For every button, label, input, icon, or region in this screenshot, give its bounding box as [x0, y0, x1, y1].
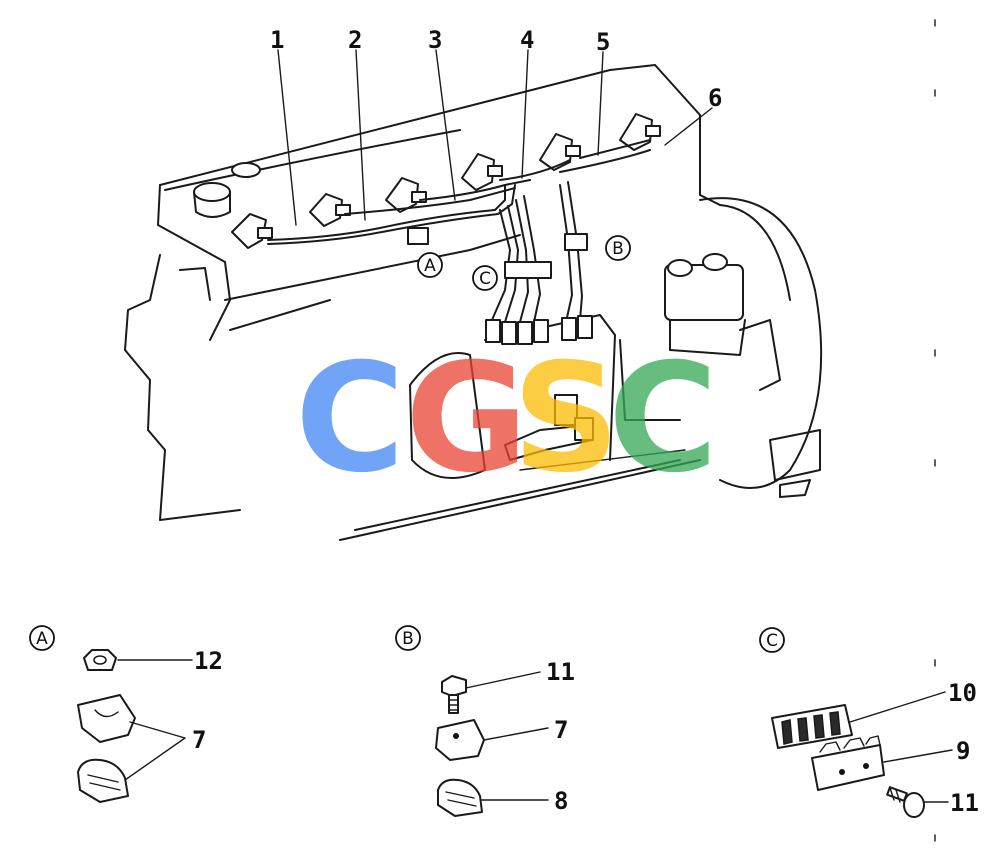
callout-11-c: 11	[950, 789, 979, 817]
svg-text:C: C	[766, 631, 778, 651]
ref-a-detail: A	[29, 625, 55, 651]
engine-block	[124, 64, 823, 541]
callout-7-a: 7	[192, 726, 206, 754]
bolt-part-11-b	[441, 675, 467, 714]
callout-12: 12	[194, 647, 223, 675]
callout-7-b: 7	[554, 716, 568, 744]
injector-1	[231, 213, 273, 249]
watermark-letter-4: C	[608, 332, 718, 506]
ref-b-detail: B	[395, 625, 421, 651]
clamp-b	[564, 233, 588, 251]
clamp-a	[407, 227, 429, 245]
nut-part-12	[83, 649, 117, 671]
grommet-part-10	[771, 704, 853, 749]
clamp-c	[504, 261, 552, 279]
callout-9: 9	[956, 737, 970, 765]
clamp-part-7-b	[435, 719, 485, 761]
ref-c-detail: C	[759, 627, 785, 653]
svg-text:A: A	[36, 629, 48, 649]
callout-6: 6	[708, 84, 722, 112]
injector-6	[619, 113, 661, 151]
ref-c-main: C	[472, 265, 498, 291]
bracket-part-9	[811, 735, 885, 791]
callout-8: 8	[554, 787, 568, 815]
callout-10: 10	[948, 679, 977, 707]
callout-5: 5	[596, 28, 610, 56]
svg-text:A: A	[424, 256, 436, 276]
clamp-part-7-lower	[77, 758, 129, 803]
svg-text:C: C	[479, 269, 491, 289]
watermark-letter-1: C	[295, 332, 405, 506]
injector-4	[461, 153, 503, 191]
detail-c: C 10 9 11	[759, 627, 979, 818]
callout-3: 3	[428, 26, 442, 54]
ref-b-main: B	[605, 235, 631, 261]
watermark-letter-2: G	[405, 332, 528, 506]
injectors	[231, 113, 661, 249]
leader-lines	[277, 49, 713, 226]
svg-text:B: B	[402, 629, 414, 649]
ref-a-main: A	[417, 252, 443, 278]
clamp-part-8	[437, 778, 483, 817]
fuel-pipes	[267, 139, 651, 345]
callout-1: 1	[270, 26, 284, 54]
watermark: C G S C	[295, 332, 718, 506]
watermark-letter-3: S	[512, 332, 620, 506]
detail-b: B 11 7 8	[395, 625, 575, 817]
clamp-part-7-upper	[77, 694, 136, 743]
detail-a: A 12 7	[29, 625, 223, 803]
callout-11-b: 11	[546, 658, 575, 686]
svg-text:B: B	[612, 239, 624, 259]
bolt-part-11-c	[886, 786, 925, 818]
callout-4: 4	[520, 26, 534, 54]
injector-2	[309, 193, 351, 227]
feed-pump-fitting	[504, 394, 594, 461]
callout-2: 2	[348, 26, 362, 54]
